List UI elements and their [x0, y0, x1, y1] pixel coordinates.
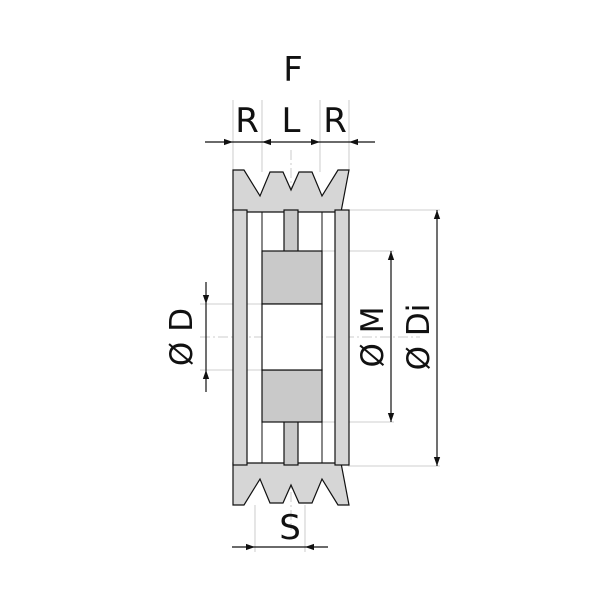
dimension-lines	[202, 138, 441, 551]
bore	[261, 303, 323, 371]
rim-right-wall	[334, 209, 350, 466]
label-r-right: R	[323, 101, 347, 141]
dimension-labels: F R L R S Ø D Ø M Ø Di	[164, 50, 437, 548]
label-diameter-m: Ø M	[355, 306, 391, 367]
rim-left-wall	[232, 209, 248, 466]
top-rim	[232, 169, 350, 213]
label-l: L	[282, 101, 301, 141]
hub-lower	[261, 369, 323, 423]
bottom-rim	[232, 462, 350, 506]
web-top	[283, 209, 299, 256]
pulley-section	[232, 169, 350, 506]
label-r-left: R	[235, 101, 259, 141]
web-bottom	[283, 419, 299, 466]
label-f: F	[283, 50, 303, 90]
label-diameter-d: Ø D	[164, 308, 200, 366]
label-diameter-di: Ø Di	[401, 304, 437, 371]
hub-upper	[261, 250, 323, 305]
label-s: S	[279, 508, 301, 548]
